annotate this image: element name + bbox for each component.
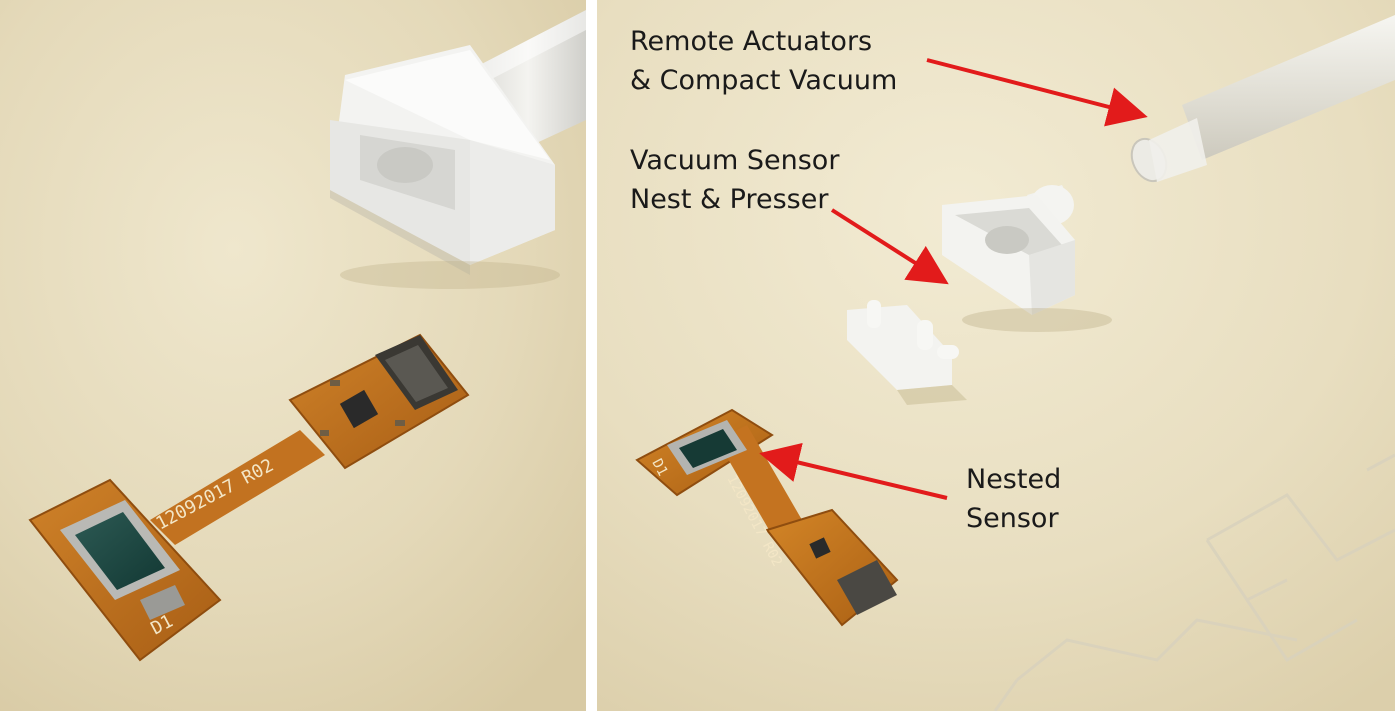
ic-chip xyxy=(339,389,379,429)
callout-nest-line1: Vacuum Sensor xyxy=(630,145,840,176)
sensor-die xyxy=(75,512,165,590)
callout-nested-sensor: Nested Sensor xyxy=(966,460,1061,538)
left-photo-drawing: 12092017 R02 D1 xyxy=(0,0,586,711)
callout-sensor-line1: Nested xyxy=(966,464,1062,495)
nest-shadow xyxy=(340,261,560,289)
vacuum-nest-block xyxy=(330,45,555,275)
vacuum-tube-right xyxy=(1130,15,1395,183)
presser-part xyxy=(847,300,967,405)
sensor-die-right xyxy=(679,429,737,468)
callout-nest-line2: Nest & Presser xyxy=(630,184,829,215)
vacuum-nest-right xyxy=(942,185,1075,315)
callout-remote-line1: Remote Actuators xyxy=(630,26,873,57)
right-photo: 12092017 R02 D1 Remote Actuators & Compa… xyxy=(597,0,1395,711)
pcb-assembly xyxy=(28,333,470,662)
callout-vacuum-sensor-nest: Vacuum Sensor Nest & Presser xyxy=(630,141,839,219)
callout-remote-line2: & Compact Vacuum xyxy=(630,65,898,96)
left-photo: 12092017 R02 D1 xyxy=(0,0,586,711)
nest-shadow-right xyxy=(962,308,1112,332)
right-photo-drawing: 12092017 R02 D1 xyxy=(597,0,1395,711)
callout-remote-actuators: Remote Actuators & Compact Vacuum xyxy=(630,22,897,100)
callout-sensor-line2: Sensor xyxy=(966,503,1059,534)
acrylic-sheet xyxy=(993,453,1395,711)
pcb-assembly-right xyxy=(635,408,899,627)
pcb-d1-label-right: D1 xyxy=(648,456,670,478)
photo-divider xyxy=(586,0,597,711)
